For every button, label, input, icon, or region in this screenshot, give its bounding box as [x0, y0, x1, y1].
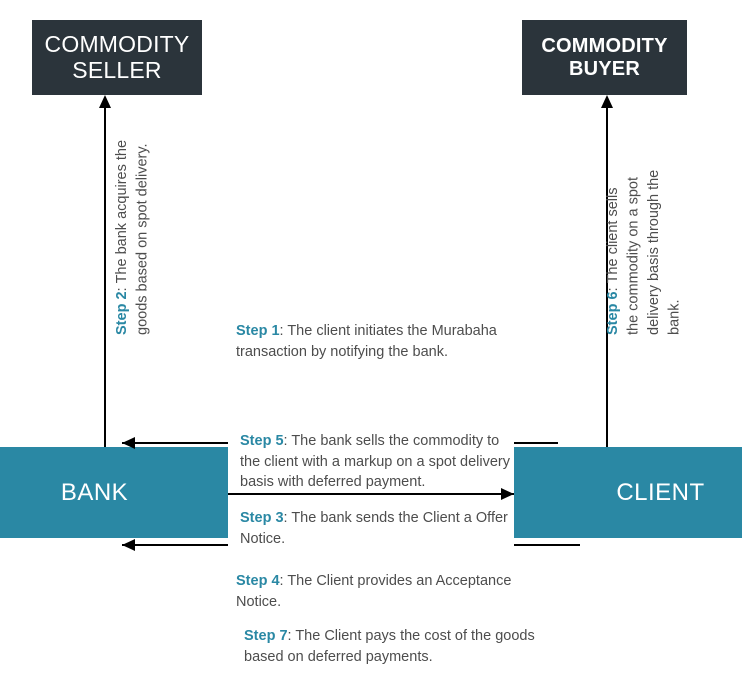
- bank-label: BANK: [60, 478, 129, 506]
- arrow-step3-head: [501, 488, 514, 500]
- step-5-label: Step 5: [240, 433, 284, 449]
- step-2-separator: :: [114, 283, 130, 292]
- commodity-buyer-label: COMMODITY BUYER: [541, 35, 668, 80]
- step-2-text: Step 2: The bank acquires the goods base…: [112, 110, 152, 335]
- step-6-text: Step 6: The client sells the commodity o…: [603, 168, 683, 335]
- step-5-separator: :: [283, 433, 292, 449]
- step-7-text: Step 7: The Client pays the cost of the …: [244, 626, 544, 667]
- step-1-separator: :: [279, 323, 288, 339]
- arrow-client-to-buyer-shaft: [606, 104, 608, 447]
- commodity-seller-box: COMMODITY SELLER: [32, 20, 202, 95]
- arrow-bank-to-seller-head: [99, 95, 111, 108]
- step-6-separator: :: [605, 283, 621, 292]
- step-1-text: Step 1: The client initiates the Murabah…: [236, 321, 536, 362]
- arrow-step3-shaft: [228, 493, 514, 495]
- step-4-text: Step 4: The Client provides an Acceptanc…: [236, 571, 548, 612]
- step-4-label: Step 4: [236, 573, 280, 589]
- arrow-bank-to-seller-shaft: [104, 104, 106, 447]
- step-7-label: Step 7: [244, 628, 288, 644]
- client-label: CLIENT: [616, 478, 705, 506]
- step-4-separator: :: [279, 573, 288, 589]
- step-6-label: Step 6: [605, 291, 621, 335]
- commodity-buyer-box: COMMODITY BUYER: [522, 20, 687, 95]
- step-3-label: Step 3: [240, 510, 284, 526]
- step-7-body: The Client pays the cost of the goods ba…: [244, 628, 535, 665]
- client-box: CLIENT: [511, 447, 742, 538]
- step-5-body: The bank sells the commodity to the clie…: [240, 433, 510, 491]
- step-1-label: Step 1: [236, 323, 280, 339]
- step-4-body: The Client provides an Acceptance Notice…: [236, 573, 512, 610]
- step-3-separator: :: [283, 510, 292, 526]
- middle-note-panel: [228, 428, 514, 546]
- step-7-separator: :: [287, 628, 296, 644]
- step-2-label: Step 2: [114, 291, 130, 335]
- arrow-step5-head: [122, 437, 135, 449]
- step-5-text: Step 5: The bank sells the commodity to …: [240, 431, 518, 493]
- arrow-step4-head: [122, 539, 135, 551]
- step-3-text: Step 3: The bank sends the Client a Offe…: [240, 508, 518, 549]
- bank-box: BANK: [0, 447, 245, 538]
- arrow-client-to-buyer-head: [601, 95, 613, 108]
- step-1-body: The client initiates the Murabaha transa…: [236, 323, 497, 360]
- step-3-body: The bank sends the Client a Offer Notice…: [240, 510, 508, 547]
- commodity-seller-label: COMMODITY SELLER: [44, 30, 190, 83]
